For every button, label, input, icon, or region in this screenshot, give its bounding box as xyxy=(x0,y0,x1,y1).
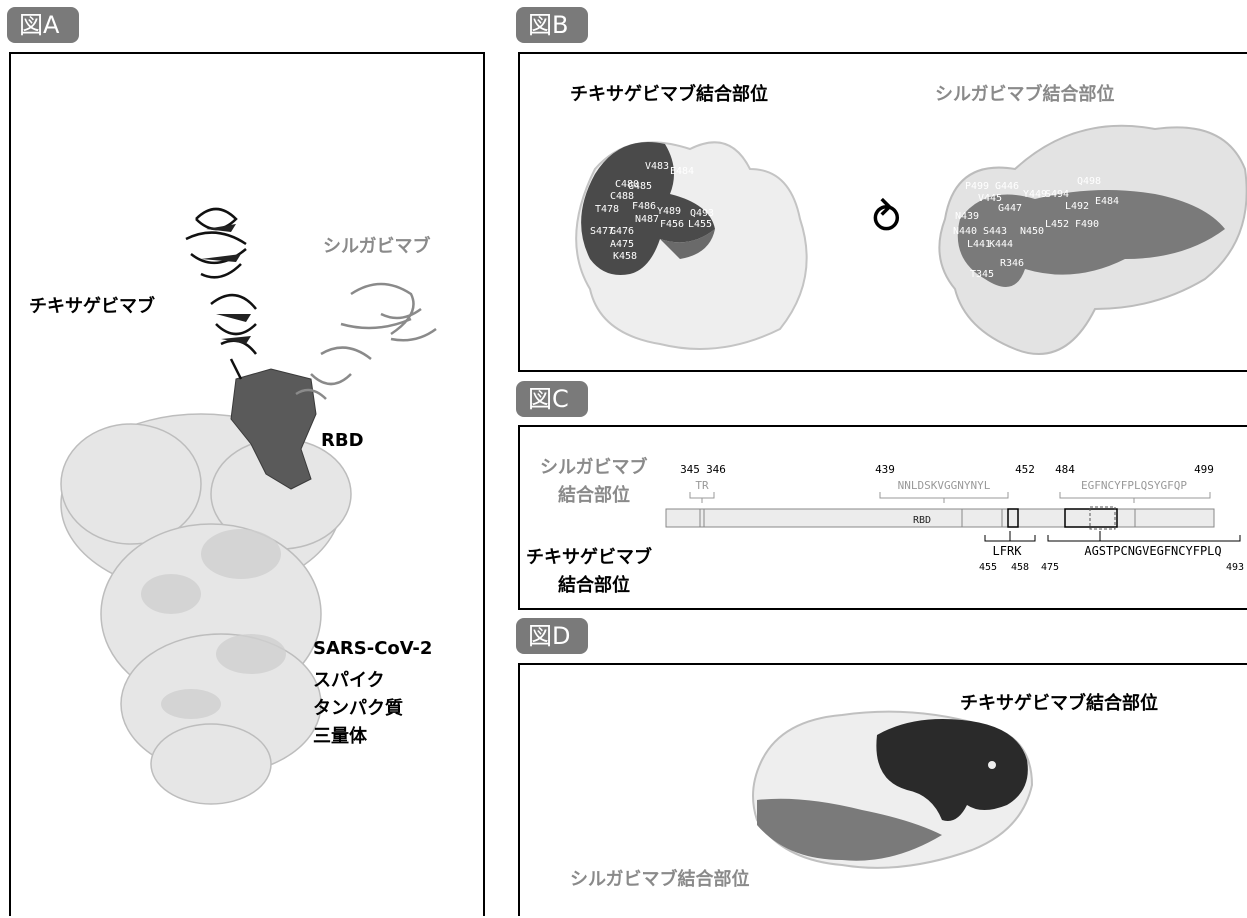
residue-label: G446 xyxy=(995,181,1019,192)
residue-label: P499 xyxy=(965,181,989,192)
residue-label: L492 xyxy=(1065,201,1089,212)
residue-label: L452 xyxy=(1045,219,1069,230)
num-493: 493 xyxy=(1226,562,1244,573)
panel-a-tag: 図A xyxy=(7,7,79,43)
figb-left-title: チキサゲビマブ結合部位 xyxy=(570,84,768,105)
num-475: 475 xyxy=(1041,562,1059,573)
num-499: 499 xyxy=(1194,463,1214,476)
spike-label-line-3: タンパク質 xyxy=(313,698,403,719)
residue-label: S494 xyxy=(1045,189,1069,200)
figc-cilga-label-1: シルガビマブ xyxy=(540,457,648,478)
residue-label: K444 xyxy=(989,239,1013,250)
residue-label: N487 xyxy=(635,214,659,225)
residue-label: Q493 xyxy=(690,208,714,219)
residue-label: T345 xyxy=(970,269,994,280)
residue-label: N440 xyxy=(953,226,977,237)
residue-label: L455 xyxy=(688,219,712,230)
rotate-icon: ⥁ xyxy=(872,194,901,243)
figb-right-title: シルガビマブ結合部位 xyxy=(935,84,1115,105)
residue-label: V483 xyxy=(645,161,669,172)
panel-d: チキサゲビマブ結合部位 シルガビマブ結合部位 xyxy=(518,663,1247,916)
num-458: 458 xyxy=(1011,562,1029,573)
seq-tr: TR xyxy=(695,479,709,492)
rbd-label: RBD xyxy=(321,430,364,451)
num-346: 346 xyxy=(706,463,726,476)
rbd-sequence-diagram: RBD 345 346 439 452 484 499 TR NNLDSKVGG… xyxy=(665,463,1244,573)
residue-label: L441 xyxy=(967,239,991,250)
figd-surface xyxy=(752,710,1034,869)
residue-label: P479 xyxy=(555,204,579,215)
residue-label: F490 xyxy=(1075,219,1099,230)
spike-label-line-1: SARS-CoV-2 xyxy=(313,638,433,659)
residue-label: G447 xyxy=(998,203,1022,214)
panel-a: チキサゲビマブ シルガビマブ RBD SARS-CoV-2 スパイク タンパク質… xyxy=(9,52,485,916)
num-484: 484 xyxy=(1055,463,1075,476)
spike-label-line-2: スパイク xyxy=(313,670,385,691)
figc-cilga-label-2: 結合部位 xyxy=(558,485,630,506)
rbd-label-bar: RBD xyxy=(913,515,931,526)
residue-label: G485 xyxy=(628,181,652,192)
residue-label: G476 xyxy=(610,226,634,237)
residue-label: N450 xyxy=(1020,226,1044,237)
panel-c-tag: 図C xyxy=(516,381,588,417)
residue-label: N439 xyxy=(955,211,979,222)
num-452: 452 xyxy=(1015,463,1035,476)
seq-475-493: AGSTPCNGVEGFNCYFPLQ xyxy=(1084,544,1221,558)
residue-label: F456 xyxy=(660,219,684,230)
tixagevimab-label: チキサゲビマブ xyxy=(29,296,155,317)
residue-label: F486 xyxy=(632,201,656,212)
panel-c: シルガビマブ 結合部位 チキサゲビマブ 結合部位 RBD 345 346 439… xyxy=(518,425,1247,610)
residue-label: C488 xyxy=(610,191,634,202)
residue-label: S443 xyxy=(983,226,1007,237)
num-345: 345 xyxy=(680,463,700,476)
residue-label: A475 xyxy=(610,239,634,250)
residue-label: E484 xyxy=(670,166,694,177)
panel-d-tag: 図D xyxy=(516,618,588,654)
residue-label: K458 xyxy=(613,251,637,262)
panel-b-tag: 図B xyxy=(516,7,588,43)
num-439: 439 xyxy=(875,463,895,476)
seq-455-458: LFRK xyxy=(993,544,1023,558)
num-455: 455 xyxy=(979,562,997,573)
residue-label: S477 xyxy=(590,226,614,237)
residue-label: E484 xyxy=(1095,196,1119,207)
seq-439-452: NNLDSKVGGNYNYL xyxy=(898,479,991,492)
figc-tixa-label-2: 結合部位 xyxy=(558,575,630,596)
residue-label: Q498 xyxy=(1077,176,1101,187)
rbd-bar xyxy=(665,508,1215,528)
spike-label-line-4: 三量体 xyxy=(313,726,367,747)
residue-label: C480 xyxy=(615,179,639,190)
residue-label: Y489 xyxy=(657,206,681,217)
figd-tixa-label: チキサゲビマブ結合部位 xyxy=(960,693,1158,714)
figc-tixa-label-1: チキサゲビマブ xyxy=(526,547,652,568)
residue-label: V445 xyxy=(978,193,1002,204)
residue-label: R346 xyxy=(1000,258,1024,269)
seq-484-499: EGFNCYFPLQSYGFQP xyxy=(1081,479,1187,492)
cilgavimab-label: シルガビマブ xyxy=(323,236,431,257)
figd-cilga-label: シルガビマブ結合部位 xyxy=(570,869,750,890)
residue-label: T478 xyxy=(595,204,619,215)
residue-label: Y449 xyxy=(1023,189,1047,200)
spike-protein-illustration xyxy=(60,207,437,805)
